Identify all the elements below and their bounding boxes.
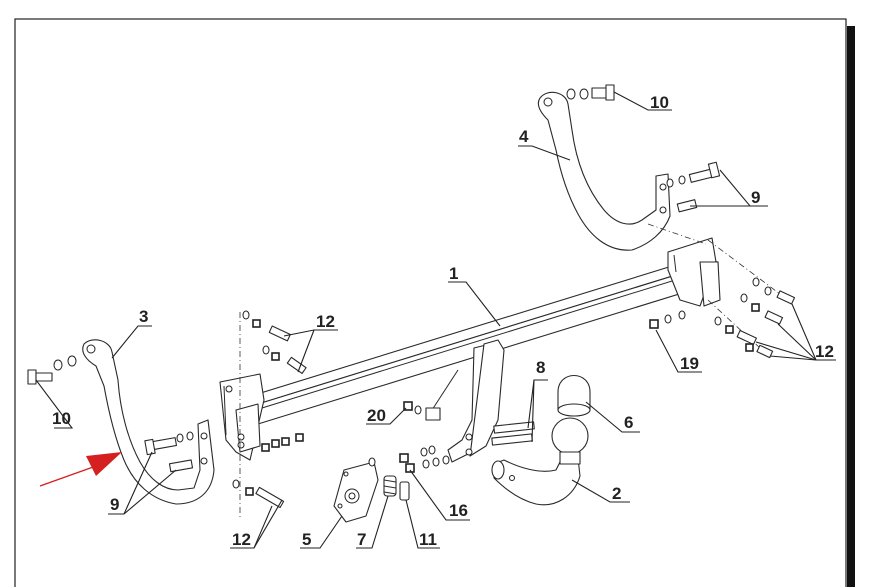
nuts-16 <box>368 445 450 473</box>
bolts-12-top-left <box>239 310 307 520</box>
bolts-12-bottom-left <box>232 433 304 509</box>
callout-16: 16 <box>449 501 468 520</box>
callout-11: 11 <box>419 530 437 549</box>
small-bolt <box>399 481 410 501</box>
right-side-arm <box>537 91 671 251</box>
crossbar-part <box>219 237 721 463</box>
spring-part <box>383 475 397 497</box>
left-bolt-hardware <box>27 355 77 385</box>
callout-10-left: 10 <box>52 409 71 428</box>
callout-1: 1 <box>449 264 458 283</box>
left-arm-bolts <box>144 431 194 473</box>
callout-12-right: 12 <box>815 342 834 361</box>
callout-4: 4 <box>519 127 529 146</box>
ball-cap <box>557 375 591 417</box>
callout-19: 19 <box>680 354 699 373</box>
tow-ball-neck <box>491 417 589 506</box>
red-arrow-indicator <box>39 452 122 487</box>
callout-5: 5 <box>302 530 311 549</box>
top-bolt-hardware <box>566 84 615 101</box>
callout-10-top: 10 <box>650 93 669 112</box>
callout-12-bottom: 12 <box>232 530 251 549</box>
callout-9-left: 9 <box>110 495 119 514</box>
callout-12-top: 12 <box>316 312 335 331</box>
callout-7: 7 <box>357 530 366 549</box>
right-arm-bolts <box>666 161 721 213</box>
drawing-frame <box>14 18 847 587</box>
callout-2: 2 <box>612 484 621 503</box>
frame-shadow <box>847 26 855 587</box>
callout-8: 8 <box>536 358 545 377</box>
callout-3: 3 <box>139 307 148 326</box>
socket-plate <box>333 461 379 523</box>
bolts-8 <box>491 421 535 446</box>
nuts-19 <box>649 310 686 329</box>
callout-20: 20 <box>367 406 386 425</box>
callout-6: 6 <box>624 413 633 432</box>
left-side-arm <box>82 339 215 505</box>
bolts-12-right <box>707 239 796 359</box>
nut-20 <box>403 401 441 421</box>
callout-9-right: 9 <box>751 188 760 207</box>
